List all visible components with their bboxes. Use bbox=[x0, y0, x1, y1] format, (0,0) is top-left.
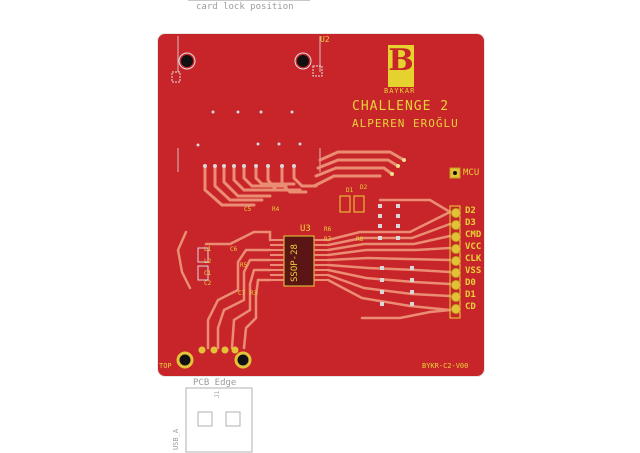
pin-label-vcc: VCC bbox=[465, 242, 482, 252]
ic-package-label: SSOP-28 bbox=[290, 244, 300, 282]
label-d1: D1 bbox=[346, 187, 354, 194]
label-r3: R3 bbox=[250, 290, 258, 297]
label-r5: R5 bbox=[240, 262, 248, 269]
header-pin-pad[interactable] bbox=[451, 256, 461, 266]
card-lock-note: card lock position bbox=[196, 2, 294, 12]
label-r7: R7 bbox=[324, 236, 332, 243]
label-l2: L2 bbox=[204, 258, 212, 265]
pin-label-cmd: CMD bbox=[465, 230, 482, 240]
header-pin-pad[interactable] bbox=[451, 268, 461, 278]
header-pin-pad[interactable] bbox=[451, 304, 461, 314]
mcu-label: MCU bbox=[463, 168, 480, 178]
logo-letter: B bbox=[388, 43, 414, 78]
label-c5: C5 bbox=[244, 206, 252, 213]
pcb-edge-label: PCB Edge bbox=[193, 378, 237, 388]
u2-label: U2 bbox=[320, 35, 330, 44]
pin-label-clk: CLK bbox=[465, 254, 482, 264]
label-c6: C6 bbox=[230, 246, 238, 253]
label-l1: L1 bbox=[204, 246, 212, 253]
pin-label-d1: D1 bbox=[465, 290, 476, 300]
header-pin-pad[interactable] bbox=[451, 292, 461, 302]
logo-text: BAYKAR bbox=[384, 87, 416, 95]
layer-label: TOP bbox=[159, 362, 172, 370]
usb-ref-label: J1 bbox=[214, 390, 221, 398]
label-r8: R8 bbox=[356, 236, 364, 243]
pin-label-d3: D3 bbox=[465, 218, 476, 228]
board-title: CHALLENGE 2 bbox=[352, 99, 450, 114]
header-pin-pad[interactable] bbox=[451, 280, 461, 290]
u3-label: U3 bbox=[300, 224, 311, 234]
board-author: ALPEREN EROĞLU bbox=[352, 117, 459, 130]
pcb-board[interactable] bbox=[157, 33, 485, 377]
top-divider bbox=[188, 0, 310, 1]
pin-label-d2: D2 bbox=[465, 206, 476, 216]
usb-name-label: USB_A bbox=[172, 428, 180, 450]
label-d2: D2 bbox=[360, 184, 368, 191]
baykar-logo: B bbox=[388, 45, 414, 87]
header-pin-pad[interactable] bbox=[451, 220, 461, 230]
label-c2: C2 bbox=[204, 280, 212, 287]
header-pin-labels: D2 D3 CMD VCC CLK VSS D0 D1 CD bbox=[465, 206, 505, 322]
header-pin-pad[interactable] bbox=[451, 208, 461, 218]
header-pin-pad[interactable] bbox=[451, 244, 461, 254]
header-connector[interactable] bbox=[451, 208, 491, 320]
pin-label-cd: CD bbox=[465, 302, 476, 312]
pin-label-d0: D0 bbox=[465, 278, 476, 288]
pin-label-vss: VSS bbox=[465, 266, 482, 276]
label-r4: R4 bbox=[272, 206, 280, 213]
header-pin-pad[interactable] bbox=[451, 232, 461, 242]
label-c1: C1 bbox=[204, 270, 212, 277]
label-r6: R6 bbox=[324, 226, 332, 233]
revision-label: BYKR-C2-V00 bbox=[422, 362, 469, 370]
label-c7: C7 bbox=[238, 290, 246, 297]
